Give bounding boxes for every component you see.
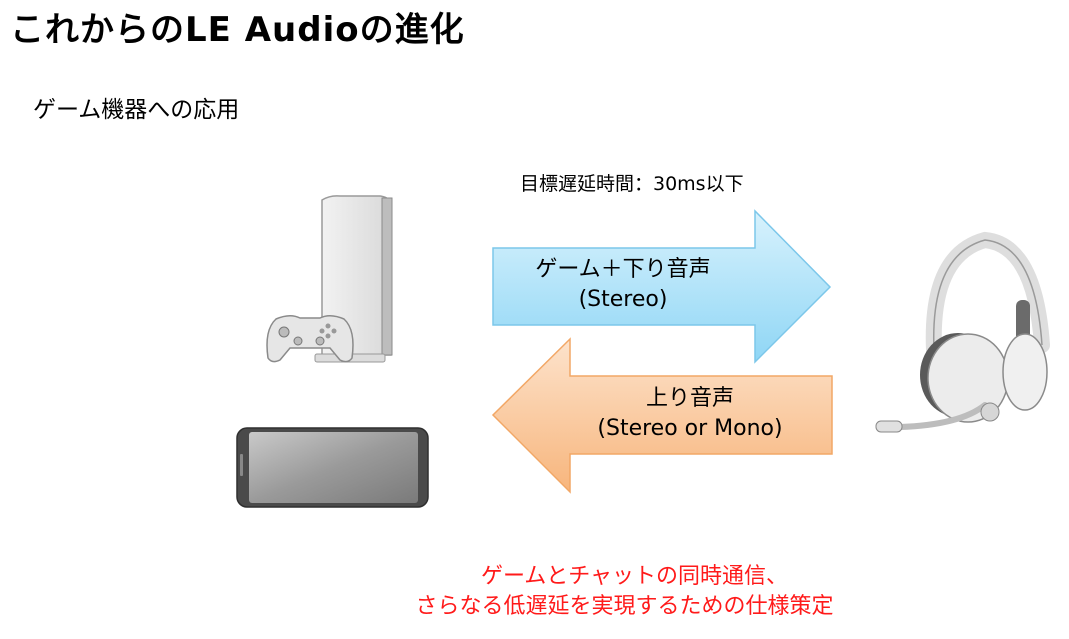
gaming-headset-icon (875, 231, 1050, 433)
downlink-arrow (492, 209, 832, 364)
latency-target-label: 目標遅延時間：30ms以下 (520, 173, 744, 195)
downlink-label: ゲーム＋下り音声 (Stereo) (493, 255, 753, 315)
downlink-label-line2: (Stereo) (578, 287, 668, 312)
footer-line1: ゲームとチャットの同時通信、 (480, 564, 789, 589)
uplink-label-line1: 上り音声 (645, 386, 734, 411)
uplink-arrow (491, 337, 833, 494)
uplink-label-line2: (Stereo or Mono) (597, 416, 783, 441)
section-subtitle: ゲーム機器への応用 (33, 97, 240, 123)
uplink-label: 上り音声 (Stereo or Mono) (550, 384, 830, 444)
downlink-label-line1: ゲーム＋下り音声 (535, 257, 711, 282)
smartphone-icon (236, 427, 429, 508)
page-title: これからのLE Audioの進化 (10, 10, 465, 50)
game-controller-icon (266, 315, 354, 363)
footer-note: ゲームとチャットの同時通信、 さらなる低遅延を実現するための仕様策定 (0, 562, 1069, 622)
footer-line2: さらなる低遅延を実現するための仕様策定 (415, 594, 834, 619)
